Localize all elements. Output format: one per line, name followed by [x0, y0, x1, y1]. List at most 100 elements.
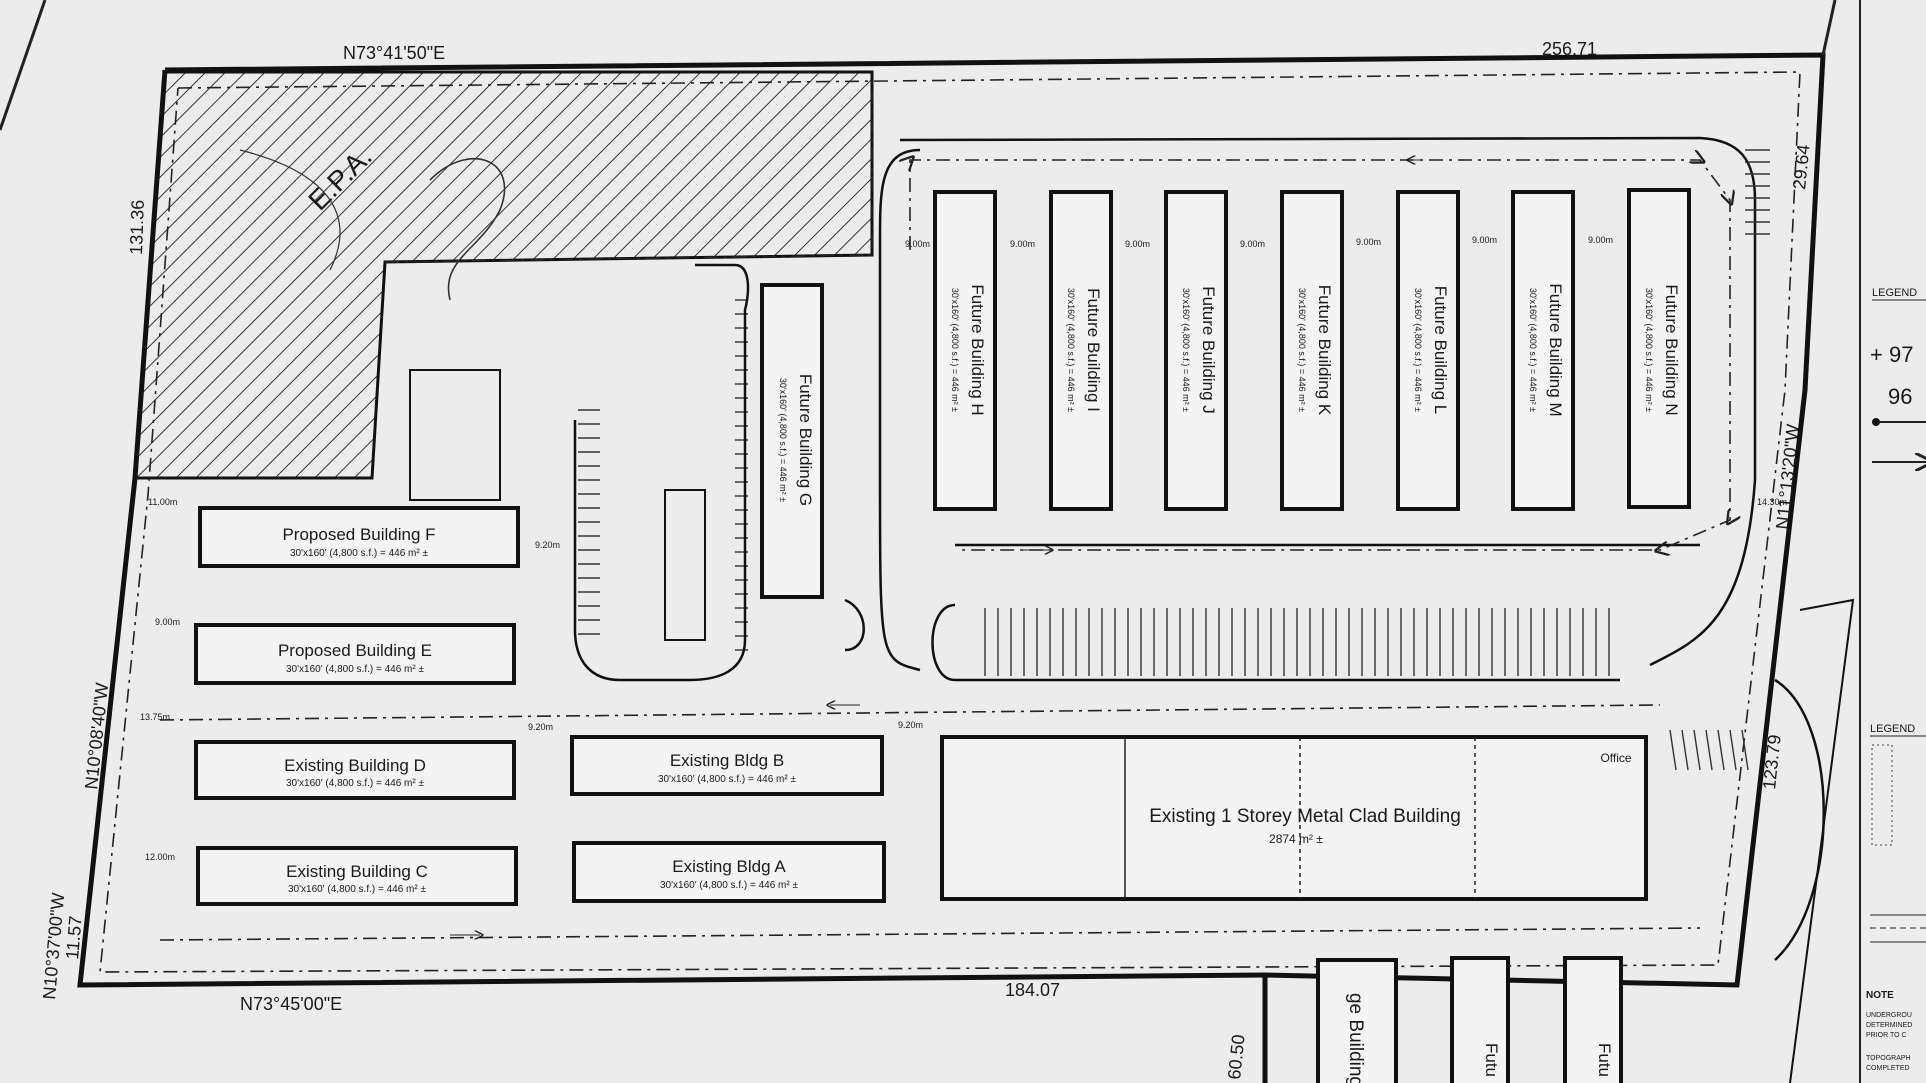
adjacent-road-line	[0, 0, 47, 131]
existing-building-c[interactable]: Existing Building C 30'x160' (4,800 s.f.…	[196, 846, 518, 906]
building-m-name: Future Building M	[1546, 283, 1565, 416]
dim-label: 9.00m	[1356, 237, 1381, 247]
bldg-b-size: 30'x160' (4,800 s.f.) = 446 m² ±	[658, 774, 797, 785]
building-d-size: 30'x160' (4,800 s.f.) = 446 m² ±	[286, 778, 425, 789]
boundary-extension	[1821, 0, 1837, 56]
parking-stall-line	[1741, 729, 1749, 771]
dim-label: 11.00m	[148, 497, 177, 507]
bldg-a-name: Existing Bldg A	[672, 857, 786, 876]
lower-future-label-2: Futu	[1595, 1043, 1614, 1077]
contour-line	[239, 149, 341, 271]
legend-elevation-b: 96	[1888, 384, 1912, 409]
spreader-structure	[664, 489, 706, 641]
building-j-name: Future Building J	[1199, 286, 1218, 414]
bldg-a-size: 30'x160' (4,800 s.f.) = 446 m² ±	[660, 880, 799, 891]
office-label: Office	[1600, 751, 1631, 765]
future-building-i[interactable]: Future Building I 30'x160' (4,800 s.f.) …	[1049, 190, 1113, 511]
dim-label: 9.00m	[905, 239, 930, 249]
dimension-labels: 9.00m 9.00m 9.00m 9.00m 9.00m 9.00m 9.00…	[140, 235, 1787, 862]
dim-label: 9.20m	[535, 540, 560, 550]
distance-north: 256.71	[1542, 39, 1597, 59]
small-structure	[409, 369, 501, 501]
bearing-north: N73°41'50"E	[343, 43, 445, 63]
lower-future-label-1: Futu	[1482, 1043, 1501, 1077]
drive-curb-north-east	[899, 136, 1757, 667]
building-c-size: 30'x160' (4,800 s.f.) = 446 m² ±	[288, 884, 427, 895]
dim-label: 9.00m	[1240, 239, 1265, 249]
lower-future-building-2[interactable]: Futu	[1563, 956, 1623, 1083]
building-c-name: Existing Building C	[286, 862, 428, 881]
existing-bldg-b[interactable]: Existing Bldg B 30'x160' (4,800 s.f.) = …	[570, 735, 884, 796]
proposed-building-e[interactable]: Proposed Building E 30'x160' (4,800 s.f.…	[194, 623, 516, 685]
property-boundary-east	[164, 52, 1826, 1083]
drive-curb-g	[573, 263, 750, 682]
building-h-size: 30'x160' (4,800 s.f.) = 446 m² ±	[950, 288, 960, 412]
parking-stalls	[578, 149, 1770, 771]
distance-south: 184.07	[1005, 980, 1060, 1000]
dim-label: 13.75m	[140, 712, 170, 722]
parking-island	[931, 603, 1620, 682]
future-building-g[interactable]: Future Building G 30'x160' (4,800 s.f.) …	[760, 283, 824, 599]
note-line: UNDERGROU	[1866, 1012, 1912, 1019]
traffic-route-middle	[159, 704, 1661, 721]
building-e-name: Proposed Building E	[278, 641, 432, 660]
building-d-name: Existing Building D	[284, 756, 426, 775]
proposed-building-f[interactable]: Proposed Building F 30'x160' (4,800 s.f.…	[198, 506, 520, 568]
east-road-edge	[1789, 598, 1855, 1083]
future-building-k[interactable]: Future Building K 30'x160' (4,800 s.f.) …	[1280, 190, 1344, 511]
building-i-name: Future Building I	[1084, 288, 1103, 412]
lower-building-partial[interactable]: ge Building	[1316, 958, 1398, 1083]
building-n-name: Future Building N	[1662, 284, 1681, 415]
metal-building-area: 2874 m² ±	[1269, 832, 1323, 846]
curb-g-end	[844, 598, 865, 652]
building-l-name: Future Building L	[1431, 286, 1450, 415]
future-building-l[interactable]: Future Building L 30'x160' (4,800 s.f.) …	[1396, 190, 1460, 511]
future-building-h[interactable]: Future Building H 30'x160' (4,800 s.f.) …	[933, 190, 997, 511]
distance-east-top: 29.64	[1789, 144, 1814, 191]
parking-stall-line	[1717, 729, 1725, 771]
existing-building-d[interactable]: Existing Building D 30'x160' (4,800 s.f.…	[194, 740, 516, 800]
note-line: DETERMINED	[1866, 1022, 1912, 1029]
building-f-size: 30'x160' (4,800 s.f.) = 446 m² ±	[290, 548, 429, 559]
future-building-n[interactable]: Future Building N 30'x160' (4,800 s.f.) …	[1627, 188, 1691, 509]
future-building-j[interactable]: Future Building J 30'x160' (4,800 s.f.) …	[1164, 190, 1228, 511]
parking-stall-line	[1669, 729, 1677, 771]
distance-west-top: 131.36	[126, 199, 148, 255]
parking-stall-line	[1681, 729, 1689, 771]
future-building-m[interactable]: Future Building M 30'x160' (4,800 s.f.) …	[1511, 190, 1575, 511]
building-e-size: 30'x160' (4,800 s.f.) = 446 m² ±	[286, 664, 425, 675]
building-i-size: 30'x160' (4,800 s.f.) = 446 m² ±	[1066, 288, 1076, 412]
dim-label: 9.00m	[1010, 239, 1035, 249]
building-l-size: 30'x160' (4,800 s.f.) = 446 m² ±	[1413, 288, 1423, 412]
building-g-size: 30'x160' (4,800 s.f.) = 446 m² ±	[778, 378, 788, 502]
lower-future-building-1[interactable]: Futu	[1450, 956, 1510, 1083]
dim-label: 9.00m	[1472, 235, 1497, 245]
legend-title-2: LEGEND	[1870, 723, 1915, 735]
legend-panel: LEGEND + 97 96 LEGEND NOTE UNDERGROU DET…	[1859, 0, 1926, 1083]
legend-point-symbol	[1872, 418, 1880, 426]
stream-line	[429, 157, 506, 301]
existing-metal-clad-building[interactable]: Existing 1 Storey Metal Clad Building 28…	[940, 735, 1648, 901]
parking-stall-line	[1729, 729, 1737, 771]
existing-bldg-a[interactable]: Existing Bldg A 30'x160' (4,800 s.f.) = …	[572, 841, 886, 903]
parking-stall-line	[1693, 729, 1701, 771]
building-m-size: 30'x160' (4,800 s.f.) = 446 m² ±	[1528, 288, 1538, 412]
building-k-name: Future Building K	[1315, 285, 1334, 416]
building-g-name: Future Building G	[796, 374, 815, 506]
note-title: NOTE	[1866, 990, 1894, 1001]
legend-title: LEGEND	[1872, 287, 1917, 299]
distance-west-bottom: 11.57	[62, 915, 86, 960]
fence-line	[99, 71, 1801, 973]
legend-elevation-a: + 97	[1870, 342, 1913, 367]
note-line: COMPLETED	[1866, 1065, 1910, 1072]
dim-label: 9.00m	[155, 617, 180, 627]
dim-label: 9.20m	[898, 720, 923, 730]
metal-building-name: Existing 1 Storey Metal Clad Building	[1149, 806, 1461, 827]
dim-label: 12.00m	[145, 852, 175, 862]
building-n-size: 30'x160' (4,800 s.f.) = 446 m² ±	[1644, 288, 1654, 412]
property-boundary-west	[77, 69, 1266, 988]
traffic-route-north	[910, 160, 1730, 550]
lower-building-label: ge Building	[1345, 993, 1366, 1083]
dim-label: 9.20m	[528, 722, 553, 732]
